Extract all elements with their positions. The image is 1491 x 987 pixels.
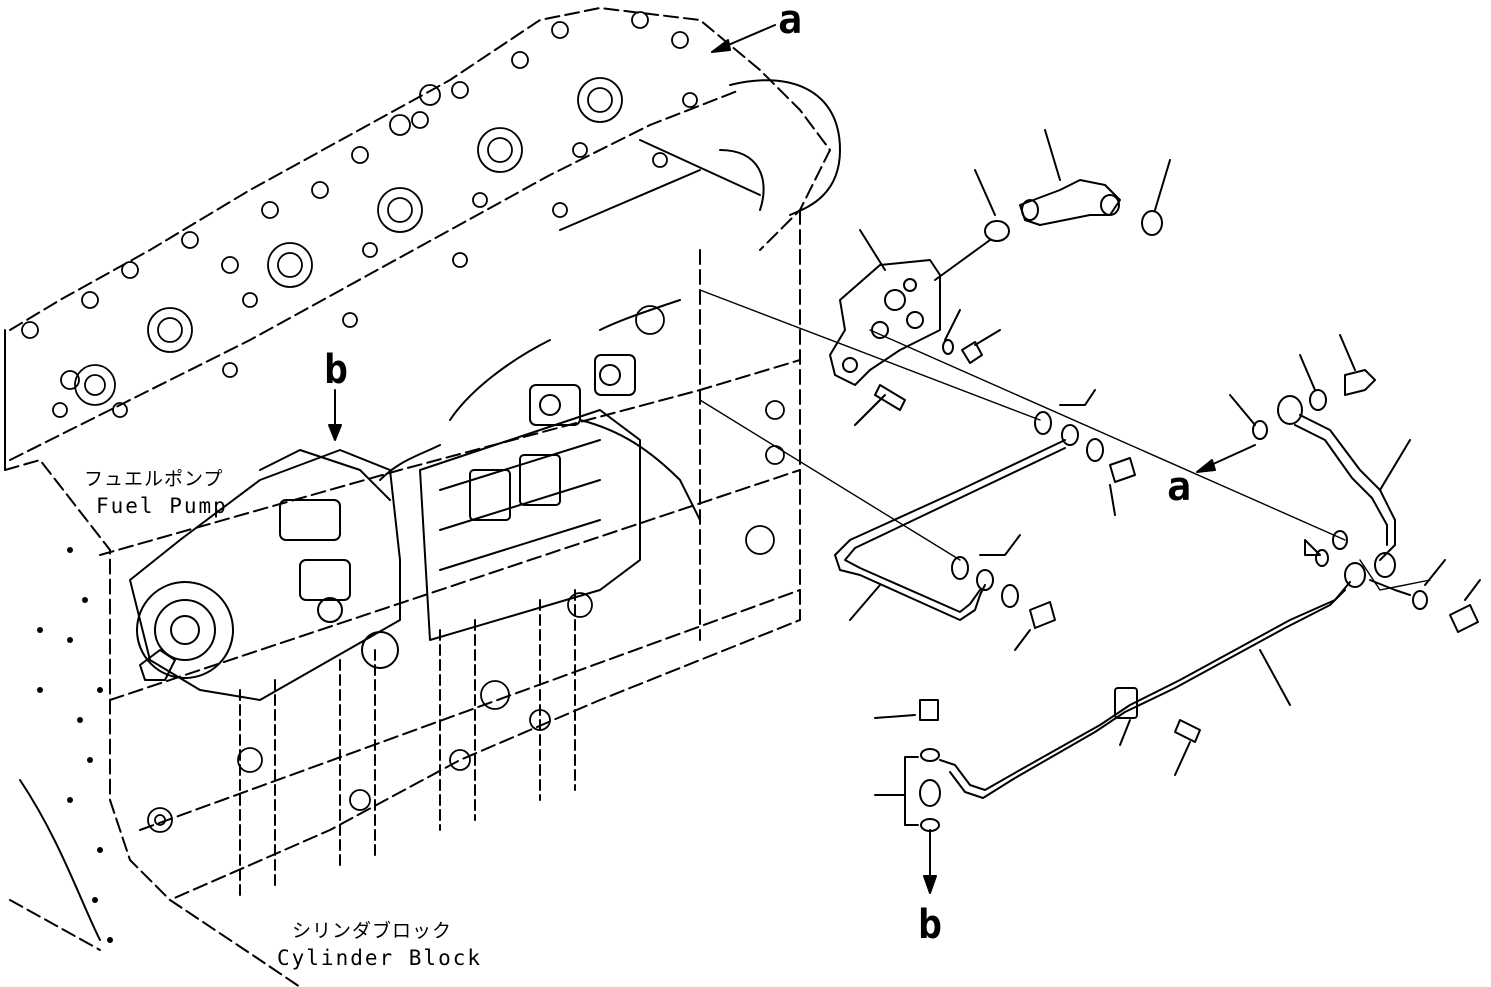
- engine-block: [4, 7, 841, 987]
- fuel-pump-label-en: Fuel Pump: [96, 494, 228, 518]
- callout-a-top: a: [778, 0, 803, 43]
- fuel-pipe-upper: [834, 389, 1136, 651]
- cylinder-block-label-en: Cylinder Block: [277, 946, 483, 970]
- callout-b-top: b: [324, 347, 349, 393]
- callout-a-right: a: [1167, 464, 1192, 510]
- fuel-pump: [129, 449, 401, 701]
- fuel-pipe-right: [1229, 334, 1481, 633]
- callout-arrows: [328, 24, 1256, 894]
- cylinder-block-label-jp: シリンダブロック: [292, 920, 453, 942]
- housing-plug: [854, 309, 1001, 426]
- fuel-pipe-lower: [874, 530, 1366, 832]
- callout-b-bottom: b: [918, 902, 943, 948]
- engine-controller: [379, 299, 701, 641]
- elbow-fitting: [934, 129, 1171, 281]
- rail-housing: [829, 229, 941, 386]
- leader-lines: [699, 289, 1431, 591]
- fuel-pump-label-jp: フュエルポンプ: [84, 468, 224, 490]
